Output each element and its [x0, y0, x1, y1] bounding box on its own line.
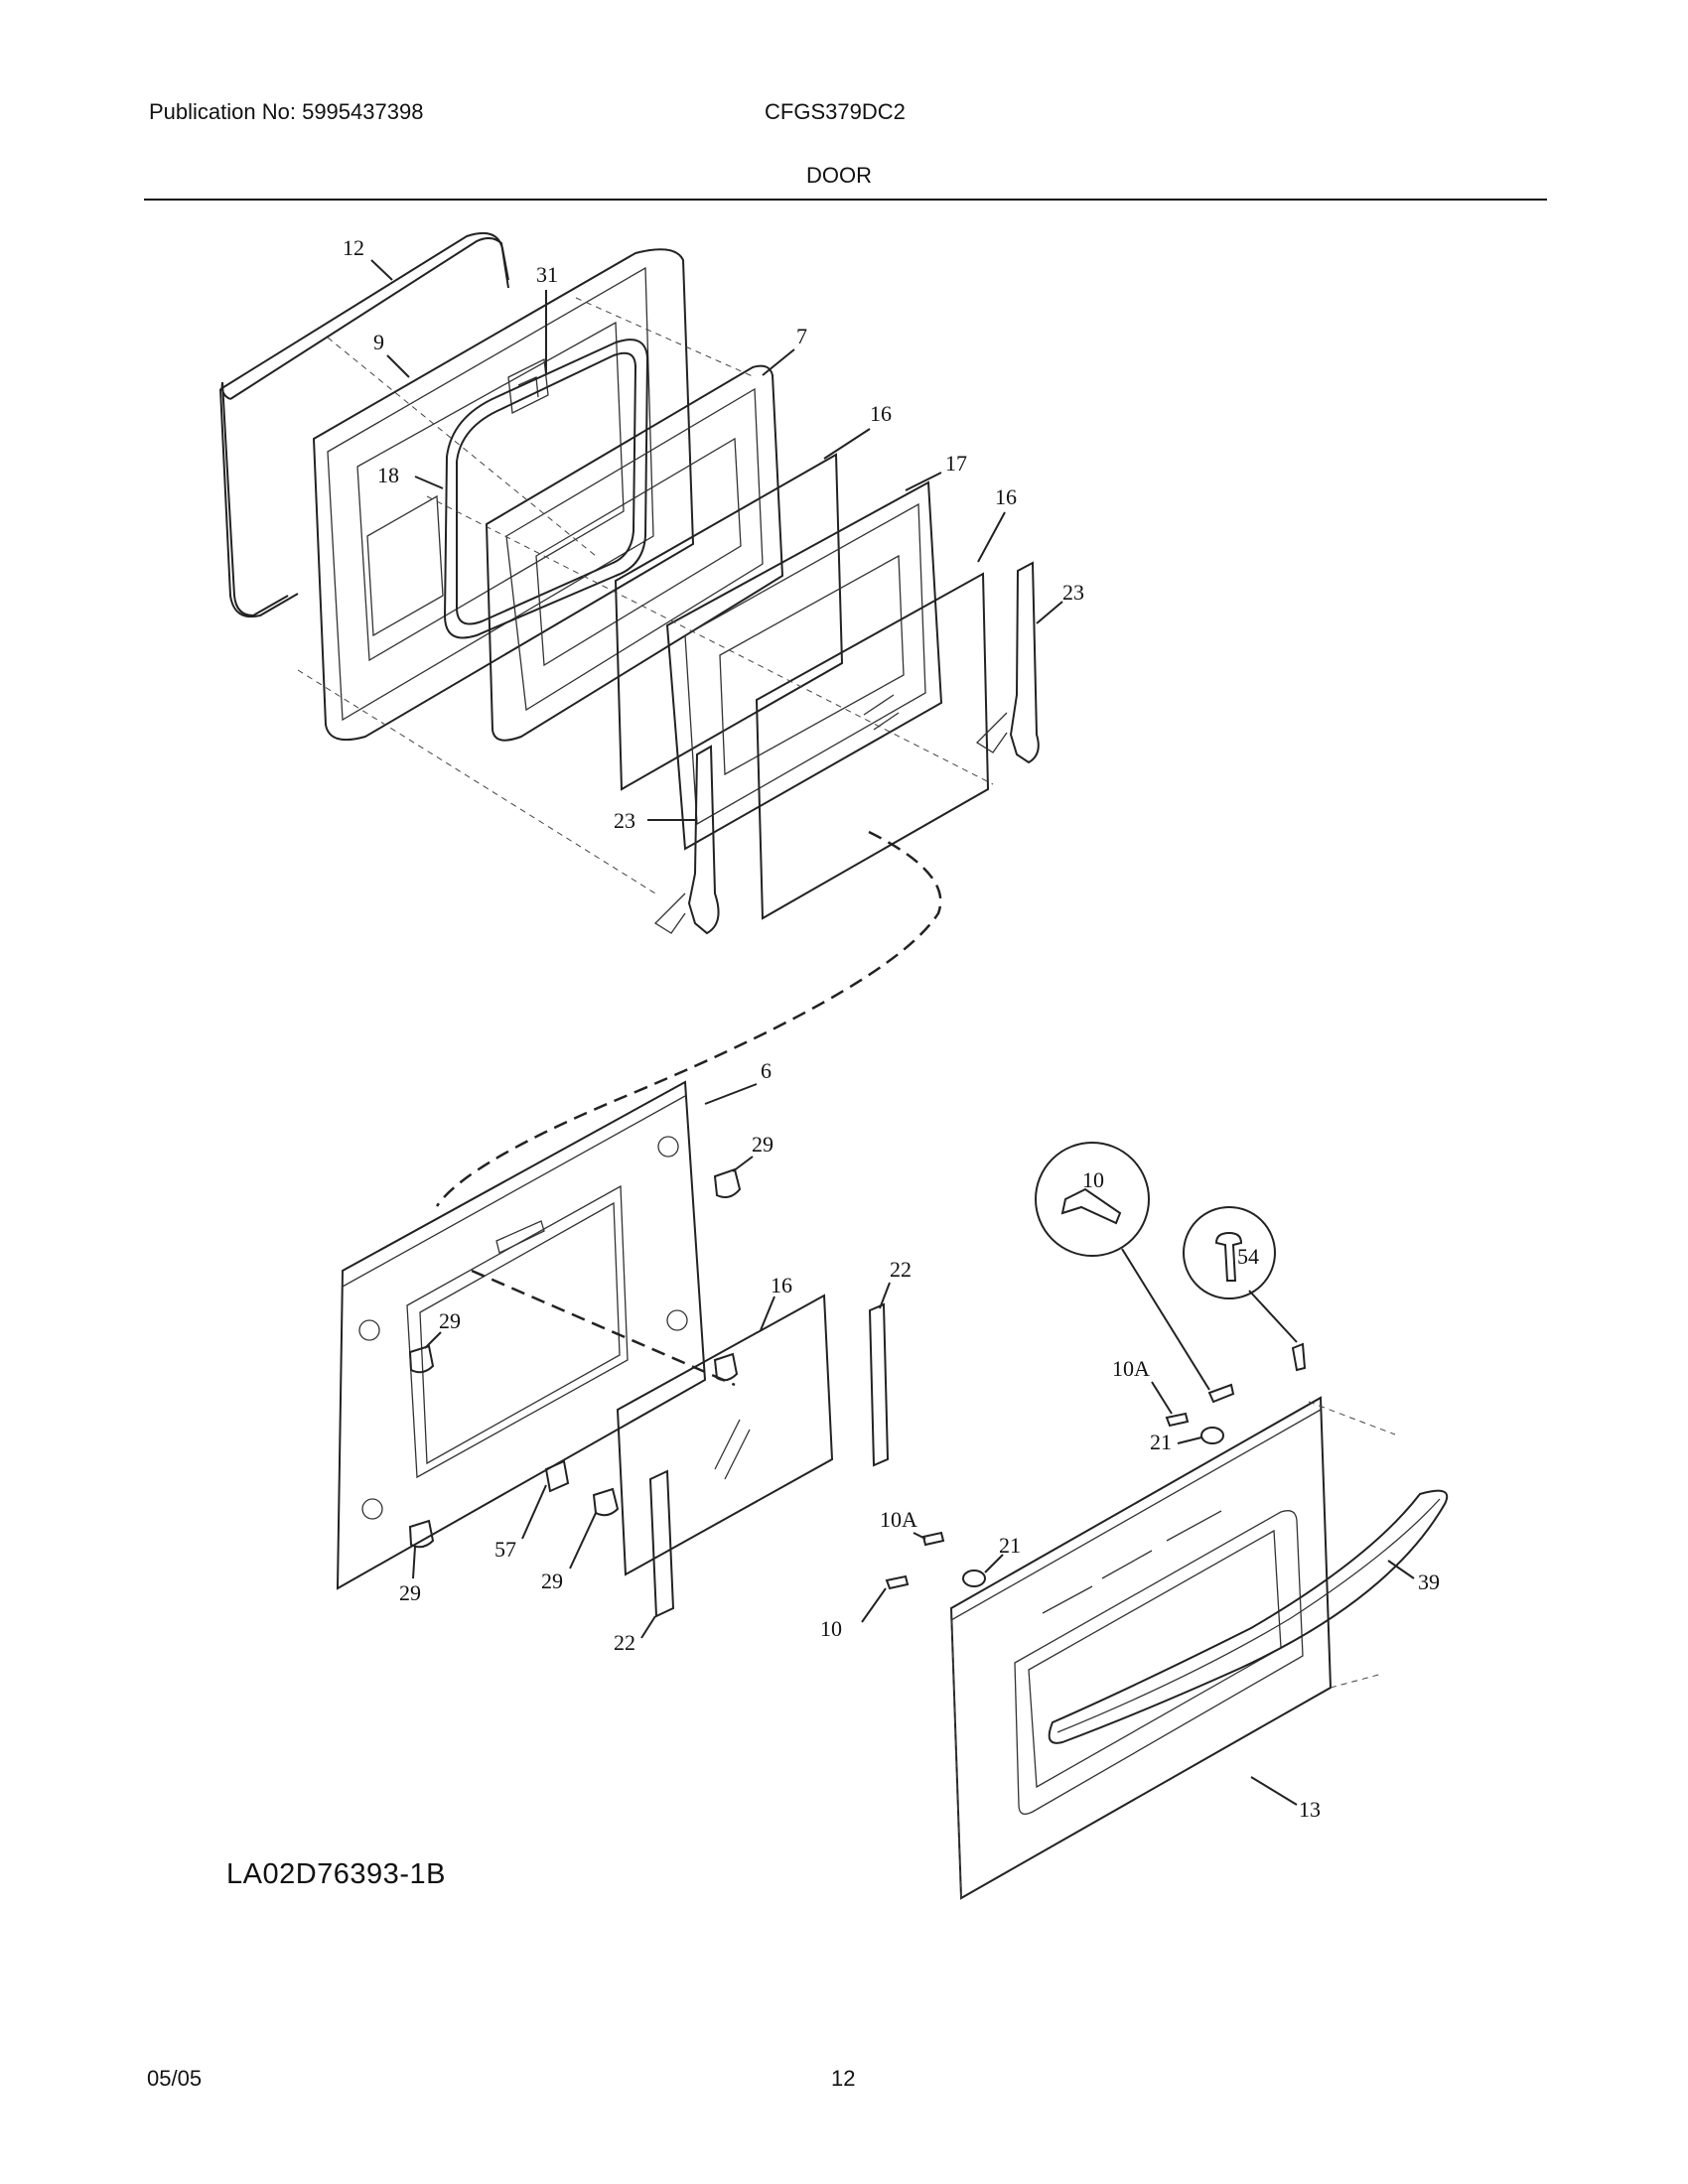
section-title: DOOR	[806, 163, 872, 188]
bumper-part	[592, 1487, 620, 1517]
hinge-part	[1009, 561, 1040, 764]
callout-label: 29	[541, 1569, 563, 1593]
publication-number: Publication No: 5995437398	[149, 99, 424, 124]
glass-panel-part	[614, 453, 844, 791]
callout-label: 10A	[1112, 1356, 1150, 1381]
clip-part	[544, 1459, 570, 1493]
washer-part	[962, 1570, 986, 1587]
callout-label: 10	[1082, 1167, 1104, 1192]
callout-label: 10	[820, 1616, 842, 1641]
outer-panel-part	[336, 1080, 707, 1590]
callout-label: 7	[796, 324, 807, 348]
insulation-frame-part	[485, 364, 784, 742]
callout-label: 23	[614, 808, 635, 833]
callout-label: 13	[1299, 1797, 1321, 1822]
screw-part	[1291, 1342, 1307, 1372]
model-number: CFGS379DC2	[765, 99, 906, 124]
bumper-part	[408, 1344, 435, 1374]
detail-circle-10	[1035, 1142, 1150, 1257]
screw-part	[885, 1574, 910, 1590]
callout-label: 57	[494, 1537, 516, 1562]
publication-date: 05/05	[147, 2066, 203, 2091]
channel-part	[648, 1469, 675, 1618]
callout-label: 16	[771, 1273, 792, 1297]
page-number: 12	[831, 2066, 856, 2091]
glass-panel-part	[616, 1294, 834, 1576]
callout-label: 22	[614, 1630, 635, 1655]
callout-label: 29	[752, 1132, 774, 1157]
callout-label: 39	[1418, 1570, 1440, 1594]
window-gasket-part	[443, 339, 649, 639]
callout-label: 18	[377, 463, 399, 487]
screw-part	[1165, 1412, 1190, 1428]
callout-label: 6	[761, 1058, 772, 1083]
washer-part	[1200, 1427, 1224, 1444]
channel-part	[868, 1302, 890, 1467]
bumper-part	[713, 1167, 742, 1198]
bumper-part	[713, 1352, 739, 1382]
callout-label: 16	[870, 401, 892, 426]
bumper-part	[408, 1519, 435, 1549]
gasket-part	[220, 237, 509, 617]
hinge-part	[687, 745, 720, 935]
callout-labels: 12 31 7 9 18 16 17 16 23 23 6 29 29 16 2…	[343, 235, 1440, 1822]
outer-door-part	[949, 1396, 1333, 1900]
callout-label: 16	[995, 484, 1017, 509]
callout-label: 17	[945, 451, 967, 476]
detail-circle-54	[1183, 1206, 1276, 1299]
callout-label: 21	[999, 1533, 1021, 1558]
callout-label: 12	[343, 235, 364, 260]
callout-label: 29	[439, 1308, 461, 1333]
callout-label: 10A	[880, 1507, 917, 1532]
callout-label: 22	[890, 1257, 912, 1282]
callout-label: 29	[399, 1580, 421, 1605]
callout-label: 9	[373, 330, 384, 354]
callout-label: 23	[1062, 580, 1084, 605]
callout-label: 21	[1150, 1430, 1172, 1454]
screw-part	[921, 1531, 945, 1547]
glass-frame-part	[665, 480, 943, 851]
handle-part	[1048, 1489, 1449, 1744]
screw-part	[1207, 1383, 1235, 1404]
glass-panel-part	[755, 572, 990, 920]
bracket-part	[507, 358, 549, 414]
figure-id: LA02D76393-1B	[226, 1858, 446, 1890]
header-rule	[144, 199, 1547, 201]
callout-label: 54	[1237, 1244, 1259, 1269]
callout-label: 31	[536, 262, 558, 287]
door-liner-part	[312, 248, 695, 741]
